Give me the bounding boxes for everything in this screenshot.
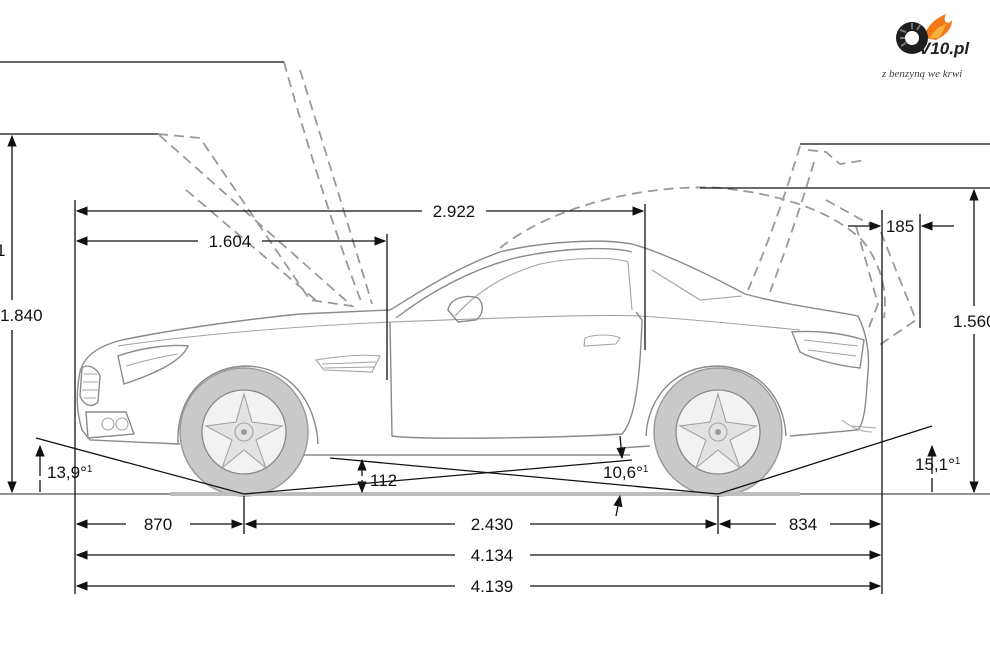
v10-logo [896, 14, 952, 54]
label-wheelbase: 2.430 [471, 515, 514, 534]
label-approach-angle: 13,9°1 [47, 463, 93, 482]
brand-name: V10.pl [919, 39, 970, 58]
label-overall-length-alt: 4.139 [471, 577, 514, 596]
label-ground-clearance: 112 [370, 471, 397, 490]
car-body [76, 240, 877, 456]
label-height-partial-left: 1 [0, 241, 5, 260]
label-front-to-a-pillar: 1.604 [209, 232, 252, 251]
opening-envelopes [155, 61, 918, 347]
reference-lines [0, 61, 990, 594]
label-rear-overhang: 834 [789, 515, 817, 534]
front-wheel [179, 367, 309, 497]
label-overall-height: 1.840 [0, 306, 43, 325]
brand-tagline: z benzyną we krwi [882, 68, 963, 80]
flame-icon [924, 14, 952, 40]
dimension-labels: 2.922 1.604 1 1.840 1.560 185 13,9°1 112… [0, 202, 990, 596]
rear-wheel [653, 367, 783, 497]
tire-icon [896, 22, 928, 54]
dimension-arrows [7, 134, 979, 591]
label-departure-angle: 15,1°1 [915, 455, 961, 474]
label-trunk-offset: 185 [886, 217, 914, 236]
label-overall-length: 4.134 [471, 546, 514, 565]
label-front-overhang: 870 [144, 515, 172, 534]
label-wheelbase-upper: 2.922 [433, 202, 476, 221]
label-height-right: 1.560 [953, 312, 990, 331]
label-ramp-angle: 10,6°1 [603, 463, 649, 482]
